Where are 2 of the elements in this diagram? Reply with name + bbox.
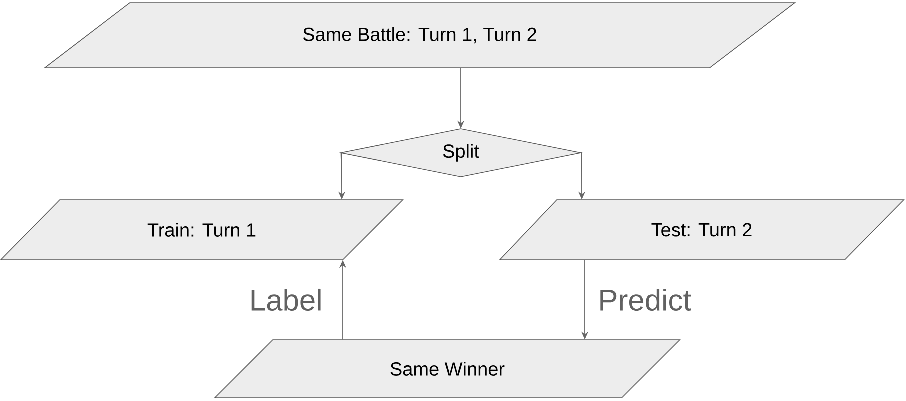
edge-label: Label xyxy=(252,288,321,311)
edge-label: Predict xyxy=(600,288,692,311)
